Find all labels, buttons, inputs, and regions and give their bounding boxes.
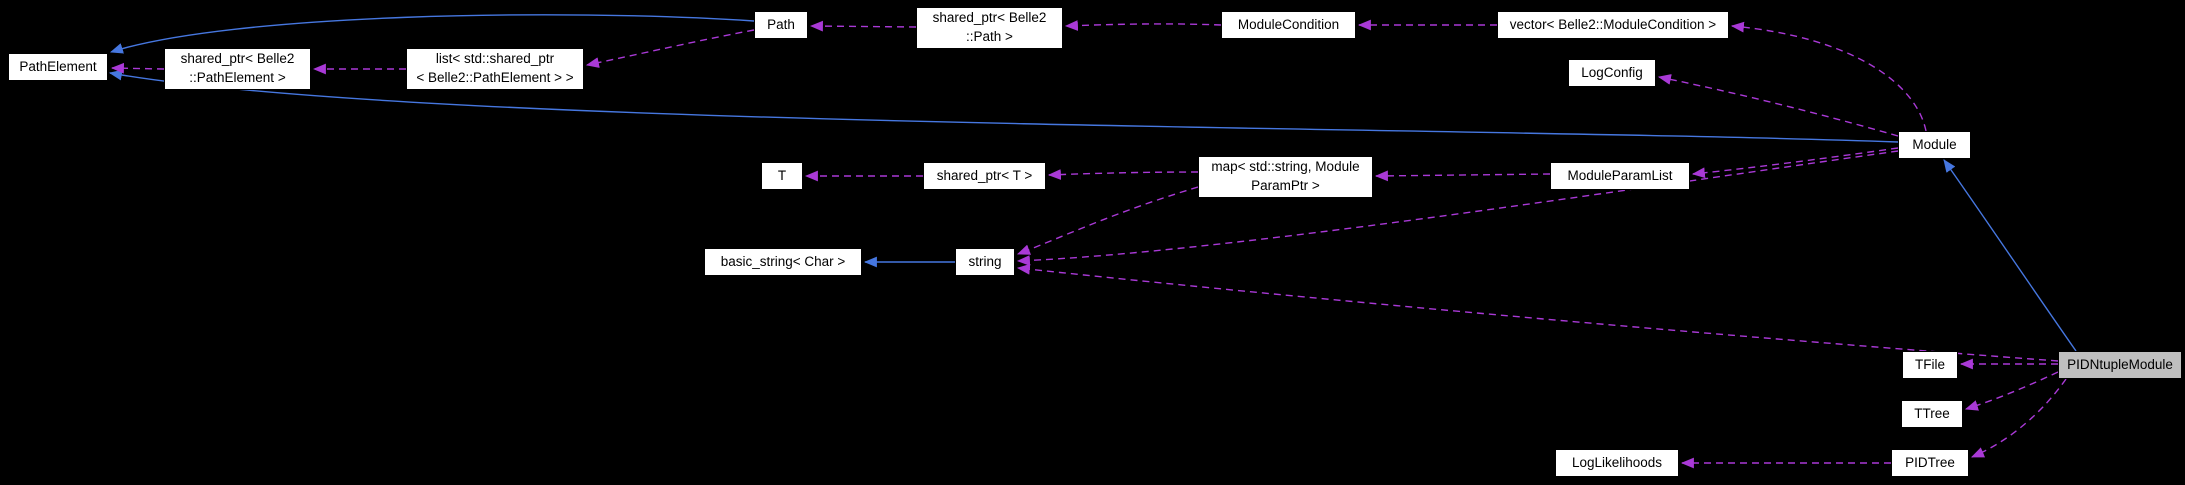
edge-map-uses-shared-ptr-t — [1047, 169, 1199, 180]
node-label: ModuleParamList — [1567, 167, 1673, 183]
node-label: basic_string< Char > — [720, 253, 846, 269]
node-path[interactable]: Path — [754, 11, 808, 39]
node-label: map< std::string, Module ParamPtr > — [1211, 159, 1360, 193]
edge-path-uses-list — [585, 29, 755, 68]
node-label: shared_ptr< Belle2 ::Path > — [932, 10, 1047, 44]
edge-module-uses-vector-modulecondition — [1730, 21, 1927, 132]
node-label: LogLikelihoods — [1571, 454, 1663, 470]
node-label: vector< Belle2::ModuleCondition > — [1509, 16, 1717, 32]
node-label: Module — [1912, 136, 1957, 152]
node-logconfig[interactable]: LogConfig — [1568, 59, 1656, 87]
edge-path-inherits-pathelement — [109, 14, 755, 54]
node-module[interactable]: Module — [1898, 131, 1971, 159]
edge-module-uses-moduleparamlist — [1691, 147, 1899, 179]
node-modulecondition[interactable]: ModuleCondition — [1221, 11, 1356, 39]
node-label: list< std::shared_ptr < Belle2::PathElem… — [416, 51, 574, 85]
node-label: shared_ptr< T > — [936, 167, 1033, 183]
edge-pidntuplemodule-inherits-module — [1943, 159, 2077, 352]
node-pidntuplemodule[interactable]: PIDNtupleModule — [2058, 351, 2182, 379]
node-label: T — [777, 167, 787, 183]
node-shared-ptr-path[interactable]: shared_ptr< Belle2 ::Path > — [916, 7, 1063, 49]
node-label: PathElement — [19, 58, 97, 74]
node-string[interactable]: string — [955, 248, 1015, 276]
edge-pidntuplemodule-uses-ttree — [1964, 371, 2059, 411]
edge-shared-ptr-pathelement-uses-pathelement — [110, 62, 165, 74]
node-label: TFile — [1915, 356, 1945, 372]
node-label: string — [968, 253, 1002, 269]
node-vector-modulecondition[interactable]: vector< Belle2::ModuleCondition > — [1497, 11, 1729, 39]
node-basic-string-char[interactable]: basic_string< Char > — [704, 248, 862, 276]
node-pidtree[interactable]: PIDTree — [1891, 449, 1969, 477]
node-label: shared_ptr< Belle2 ::PathElement > — [180, 51, 295, 85]
node-shared-ptr-pathelement[interactable]: shared_ptr< Belle2 ::PathElement > — [164, 48, 311, 90]
edge-module-inherits-pathelement — [108, 69, 1899, 143]
edge-modulecondition-uses-shared-ptr-path — [1064, 20, 1222, 31]
node-label: PIDTree — [1905, 454, 1955, 470]
node-t[interactable]: T — [761, 162, 803, 190]
edge-pidntuplemodule-uses-pidtree — [1971, 378, 2067, 458]
node-label: PIDNtupleModule — [2067, 356, 2173, 372]
edge-shared-ptr-path-uses-path — [809, 20, 917, 32]
node-shared-ptr-t[interactable]: shared_ptr< T > — [923, 162, 1046, 190]
edge-pidntuplemodule-uses-string — [1016, 263, 2059, 362]
node-loglikelihoods[interactable]: LogLikelihoods — [1555, 449, 1679, 477]
node-label: ModuleCondition — [1237, 16, 1340, 32]
node-list-shared-ptr-pathelement[interactable]: list< std::shared_ptr < Belle2::PathElem… — [406, 48, 584, 90]
edge-moduleparamlist-uses-map — [1374, 170, 1551, 182]
node-label: LogConfig — [1581, 64, 1643, 80]
node-tfile[interactable]: TFile — [1902, 351, 1958, 379]
edge-module-uses-string — [1016, 150, 1899, 266]
node-label: Path — [767, 16, 795, 32]
node-map-moduleparamptr[interactable]: map< std::string, Module ParamPtr > — [1198, 156, 1373, 198]
edge-map-uses-string — [1016, 186, 1199, 255]
node-pathelement[interactable]: PathElement — [8, 53, 108, 81]
node-moduleparamlist[interactable]: ModuleParamList — [1550, 162, 1690, 190]
edge-module-uses-logconfig — [1657, 74, 1899, 137]
node-ttree[interactable]: TTree — [1901, 400, 1963, 428]
node-label: TTree — [1914, 405, 1950, 421]
